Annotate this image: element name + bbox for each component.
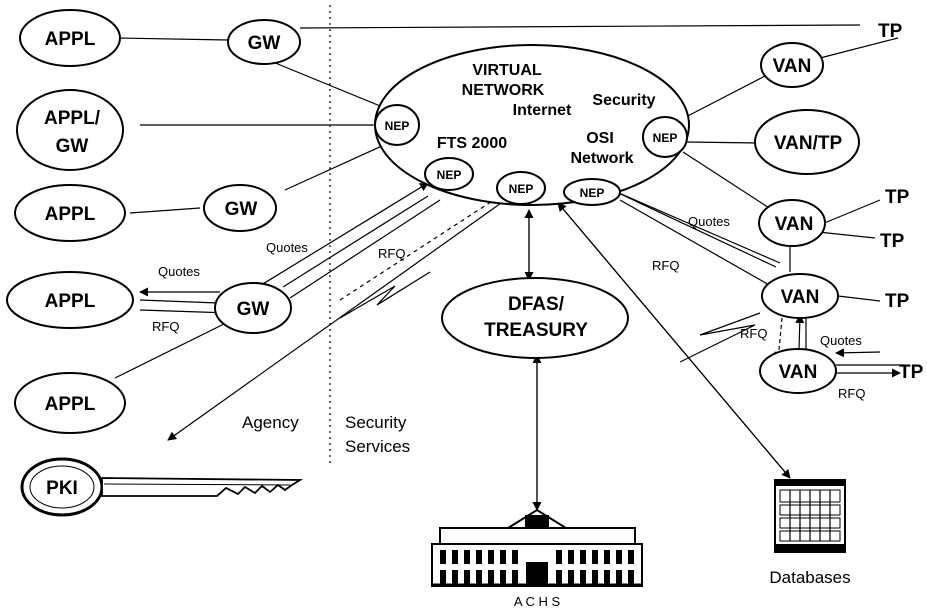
svg-text:Network: Network [570, 150, 633, 167]
svg-text:TP: TP [899, 362, 924, 383]
svg-text:RFQ: RFQ [838, 386, 865, 401]
appl-node-3: APPL [6, 271, 134, 329]
svg-text:RFQ: RFQ [740, 326, 767, 341]
svg-text:VAN: VAN [773, 56, 812, 77]
svg-text:VAN: VAN [775, 214, 814, 235]
svg-text:TP: TP [885, 187, 910, 208]
appl-node-2: APPL [14, 184, 126, 242]
nep-node-center: NEP [496, 171, 546, 205]
flow-labels: Quotes RFQ Quotes RFQ Quotes RFQ RFQ Quo… [152, 214, 865, 401]
van-tp-node: VAN/TP [754, 109, 860, 175]
database-server-icon [774, 479, 846, 553]
van-node-2: VAN [758, 199, 826, 247]
svg-text:VIRTUAL: VIRTUAL [472, 62, 542, 79]
svg-text:RFQ: RFQ [152, 319, 179, 334]
svg-text:VAN: VAN [781, 287, 820, 308]
svg-text:GW: GW [225, 199, 258, 220]
svg-text:NETWORK: NETWORK [462, 82, 545, 99]
svg-text:RFQ: RFQ [378, 246, 405, 261]
svg-text:Quotes: Quotes [158, 264, 200, 279]
tp-labels: TP TP TP TP TP [878, 21, 924, 383]
dfas-treasury-node: DFAS/ TREASURY [441, 277, 629, 359]
svg-text:NEP: NEP [653, 131, 678, 145]
virtual-network-labels: VIRTUAL NETWORK Internet Security FTS 20… [437, 62, 656, 167]
svg-text:NEP: NEP [437, 168, 462, 182]
svg-text:RFQ: RFQ [652, 258, 679, 273]
svg-text:GW: GW [237, 299, 270, 320]
svg-text:NEP: NEP [580, 186, 605, 200]
gw-node-2: GW [203, 184, 277, 232]
svg-text:APPL: APPL [45, 29, 96, 50]
appl-gw-node: APPL/ GW [16, 89, 124, 171]
svg-text:Services: Services [345, 437, 410, 456]
svg-text:PKI: PKI [46, 478, 78, 499]
svg-text:TP: TP [885, 291, 910, 312]
svg-text:OSI: OSI [586, 130, 614, 147]
svg-text:DFAS/: DFAS/ [508, 294, 565, 315]
svg-text:GW: GW [56, 136, 89, 157]
svg-text:Internet: Internet [513, 102, 572, 119]
agency-labels: Agency Security Services [242, 413, 410, 456]
appl-node-4: APPL [14, 372, 126, 434]
svg-text:APPL: APPL [45, 394, 96, 415]
nep-node-fts: NEP [424, 157, 474, 191]
nep-node-left: NEP [374, 104, 420, 146]
connections [114, 24, 905, 511]
achs-label: A C H S [514, 594, 561, 609]
databases-label: Databases [769, 568, 850, 587]
svg-text:TREASURY: TREASURY [484, 320, 588, 341]
svg-text:APPL/: APPL/ [44, 108, 101, 129]
nep-node-osi: NEP [563, 178, 621, 206]
pki-key-icon: PKI [20, 457, 304, 517]
svg-text:FTS 2000: FTS 2000 [437, 135, 507, 152]
svg-text:VAN/TP: VAN/TP [774, 133, 843, 154]
svg-text:APPL: APPL [45, 291, 96, 312]
svg-text:NEP: NEP [385, 119, 410, 133]
svg-text:APPL: APPL [45, 204, 96, 225]
van-node-1: VAN [760, 42, 824, 88]
gw-node-1: GW [227, 19, 301, 65]
svg-text:Quotes: Quotes [266, 240, 308, 255]
svg-text:GW: GW [248, 33, 281, 54]
nep-node-security: NEP [642, 116, 688, 158]
appl-node-1: APPL [19, 9, 121, 67]
gw-node-3: GW [214, 282, 292, 334]
svg-text:Security: Security [592, 92, 655, 109]
svg-text:Quotes: Quotes [688, 214, 730, 229]
svg-text:TP: TP [878, 21, 903, 42]
svg-text:TP: TP [880, 231, 905, 252]
svg-text:Security: Security [345, 413, 407, 432]
svg-text:NEP: NEP [509, 182, 534, 196]
svg-text:Agency: Agency [242, 413, 299, 432]
svg-text:VAN: VAN [779, 362, 818, 383]
achs-building-icon [431, 508, 643, 587]
svg-text:Quotes: Quotes [820, 333, 862, 348]
van-node-3: VAN [761, 273, 839, 319]
van-node-4: VAN [759, 348, 837, 394]
